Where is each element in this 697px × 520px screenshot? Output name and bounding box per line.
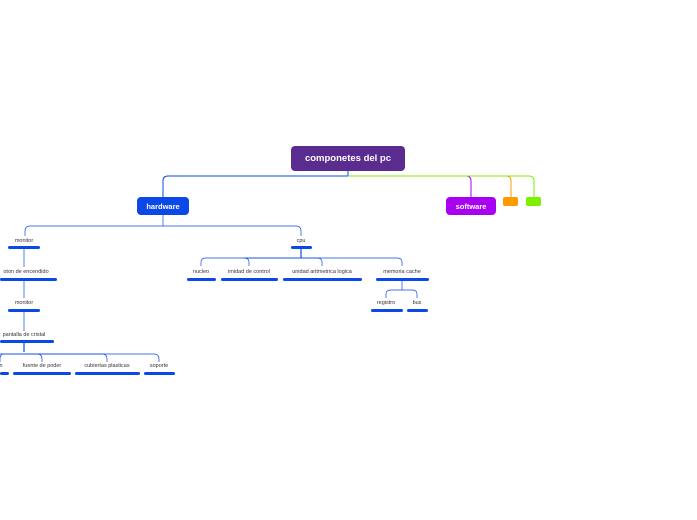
empty-topic-orange[interactable] bbox=[503, 197, 518, 206]
leaf-boton-encendido[interactable]: oton de encendido bbox=[3, 269, 49, 275]
leaf-underline bbox=[283, 278, 362, 281]
leaf-underline bbox=[0, 278, 57, 281]
leaf-underline bbox=[371, 309, 403, 312]
leaf-monitor-1[interactable]: monitor bbox=[14, 238, 34, 244]
leaf-cpu[interactable]: cpu bbox=[296, 238, 306, 244]
hardware-topic-label: hardware bbox=[146, 201, 180, 211]
leaf-underline bbox=[291, 246, 312, 249]
leaf-monitor-2[interactable]: monitor bbox=[14, 300, 34, 306]
leaf-underline bbox=[13, 372, 71, 375]
leaf-unidad-control[interactable]: imidad de control bbox=[228, 269, 270, 275]
hardware-topic[interactable]: hardware bbox=[137, 197, 189, 215]
software-topic-label: software bbox=[455, 201, 487, 211]
leaf-bus[interactable]: bus bbox=[412, 300, 422, 306]
empty-topic-green[interactable] bbox=[526, 197, 541, 206]
leaf-underline bbox=[8, 246, 40, 249]
leaf-underline bbox=[187, 278, 216, 281]
leaf-underline bbox=[75, 372, 140, 375]
leaf-cubiertas[interactable]: cubiertas plasticas bbox=[84, 363, 130, 369]
leaf-truncated[interactable]: n bbox=[0, 363, 3, 369]
leaf-underline bbox=[8, 309, 40, 312]
leaf-soporte[interactable]: soporte bbox=[149, 363, 169, 369]
leaf-pantalla[interactable]: pantalla de cristal bbox=[2, 332, 46, 338]
leaf-underline bbox=[144, 372, 175, 375]
root-topic-label: componetes del pc bbox=[304, 153, 392, 164]
leaf-underline bbox=[407, 309, 428, 312]
leaf-underline bbox=[221, 278, 278, 281]
leaf-memoria-cache[interactable]: memoria cache bbox=[383, 269, 421, 275]
leaf-underline bbox=[0, 372, 9, 375]
leaf-underline bbox=[0, 340, 54, 343]
leaf-fuente[interactable]: fuente de poder bbox=[22, 363, 62, 369]
software-topic[interactable]: software bbox=[446, 197, 496, 215]
root-topic[interactable]: componetes del pc bbox=[291, 146, 405, 171]
leaf-unidad-aritmetica[interactable]: unidad aritmetrica logica bbox=[292, 269, 352, 275]
leaf-registro[interactable]: registro bbox=[376, 300, 396, 306]
leaf-nucleo[interactable]: nucleo bbox=[192, 269, 210, 275]
leaf-underline bbox=[376, 278, 429, 281]
